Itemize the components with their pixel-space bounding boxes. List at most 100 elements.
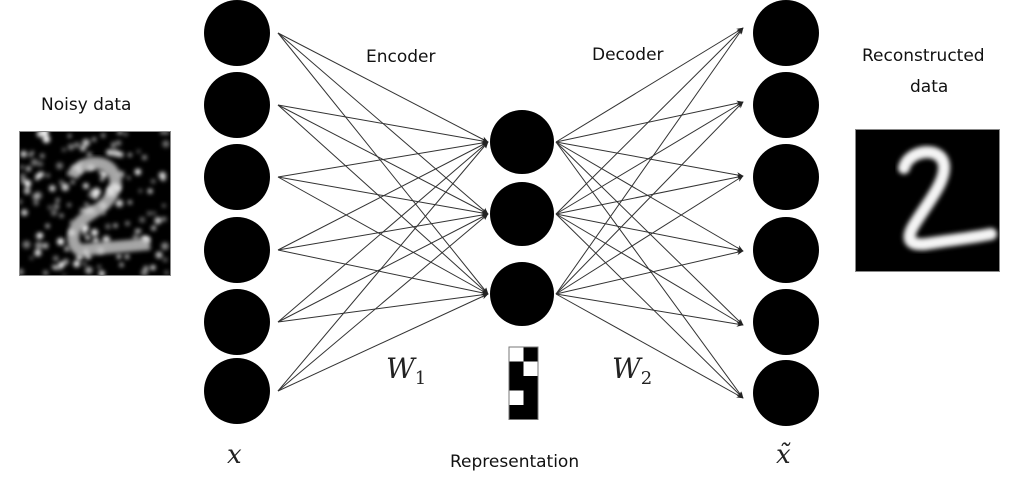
encoder-edge	[277, 141, 489, 392]
noise-speck	[37, 161, 43, 167]
hidden-node	[490, 262, 554, 326]
noise-speck	[20, 165, 24, 169]
reconstructed-label-line1: Reconstructed	[862, 46, 985, 66]
code-cell	[523, 347, 538, 362]
noisy-digit-graphic	[20, 132, 170, 275]
noise-speck	[85, 235, 90, 240]
noise-speck	[154, 217, 162, 225]
w1-label: W1	[386, 352, 426, 389]
noise-speck	[20, 268, 24, 275]
noise-speck	[80, 145, 86, 152]
noise-speck	[59, 213, 64, 218]
output-node	[753, 360, 819, 426]
noise-speck	[163, 257, 168, 262]
output-node	[753, 144, 819, 210]
noise-speck	[23, 187, 31, 195]
noise-speck	[62, 147, 66, 152]
noise-speck	[142, 155, 147, 160]
noise-speck	[88, 192, 93, 198]
noise-speck	[61, 183, 69, 191]
decoder-edge	[555, 100, 744, 143]
decoder-edge	[555, 101, 744, 295]
x-tilde-output-label: x̃	[776, 440, 791, 470]
noise-speck	[80, 228, 88, 236]
noise-speck	[106, 149, 113, 156]
code-cell	[523, 405, 538, 420]
noise-speck	[164, 270, 169, 275]
noise-speck	[51, 264, 57, 270]
noise-speck	[127, 200, 132, 205]
decoder-edges	[555, 27, 744, 399]
noise-speck	[92, 237, 99, 244]
decoder-edge	[555, 293, 744, 399]
input-node	[204, 289, 270, 355]
noise-speck	[32, 193, 39, 201]
noise-speck	[31, 158, 38, 166]
noisy-data-label: Noisy data	[41, 95, 132, 115]
noise-speck	[100, 177, 104, 182]
noise-speck	[21, 209, 28, 216]
noise-speck	[53, 203, 60, 210]
noise-speck	[37, 171, 45, 178]
noise-speck	[83, 183, 89, 189]
noise-speck	[158, 171, 167, 180]
noise-speck	[147, 211, 152, 216]
noise-speck	[35, 241, 43, 250]
noise-speck	[128, 153, 132, 157]
noise-speck	[124, 254, 130, 260]
noise-speck	[98, 270, 105, 275]
noise-speck	[36, 132, 44, 138]
code-border	[508, 346, 539, 420]
noise-speck	[49, 185, 56, 192]
encoder-edge	[277, 104, 489, 144]
decoder-edge	[555, 141, 744, 252]
output-node	[753, 289, 819, 355]
noise-speck	[47, 205, 53, 210]
code-cell	[509, 347, 524, 362]
representation-code-image	[508, 346, 539, 420]
noise-speck	[118, 132, 123, 135]
noise-speck	[82, 261, 87, 266]
decoder-edge	[555, 141, 744, 326]
decoder-edge	[555, 101, 744, 215]
noise-speck	[53, 255, 59, 262]
decoder-edge	[555, 27, 744, 143]
noise-speck	[29, 256, 34, 260]
input-node	[204, 358, 270, 424]
noise-speck	[132, 234, 139, 241]
code-cell	[523, 361, 538, 376]
noise-speck	[115, 140, 122, 146]
noise-speck	[134, 168, 142, 176]
noise-speck	[20, 178, 27, 185]
input-node	[204, 217, 270, 283]
hidden-node	[490, 110, 554, 174]
decoder-label: Decoder	[592, 45, 664, 65]
noise-speck	[42, 242, 49, 249]
noise-speck	[73, 260, 81, 268]
encoder-edge	[277, 141, 489, 323]
encoder-edge	[277, 293, 489, 392]
noise-speck	[62, 273, 66, 275]
decoder-edge	[555, 213, 744, 253]
decoder-edge	[555, 141, 744, 178]
noise-speck	[67, 134, 72, 138]
code-cell	[509, 361, 524, 376]
noise-speck	[58, 261, 65, 269]
encoder-edge	[277, 32, 489, 143]
noise-speck	[56, 162, 63, 170]
noise-speck	[150, 265, 156, 271]
decoder-edge	[555, 174, 744, 215]
noise-speck	[67, 203, 71, 207]
noise-speck	[93, 187, 100, 195]
decoder-edge	[555, 27, 744, 215]
noise-speck	[91, 229, 99, 236]
noise-speck	[162, 204, 166, 208]
x-input-label: x	[227, 440, 242, 470]
noise-speck	[111, 144, 115, 148]
noise-speck	[62, 258, 69, 265]
noise-speck	[20, 199, 23, 205]
decoder-edge	[555, 175, 744, 295]
noise-speck	[105, 223, 111, 230]
noise-speck	[59, 180, 64, 185]
